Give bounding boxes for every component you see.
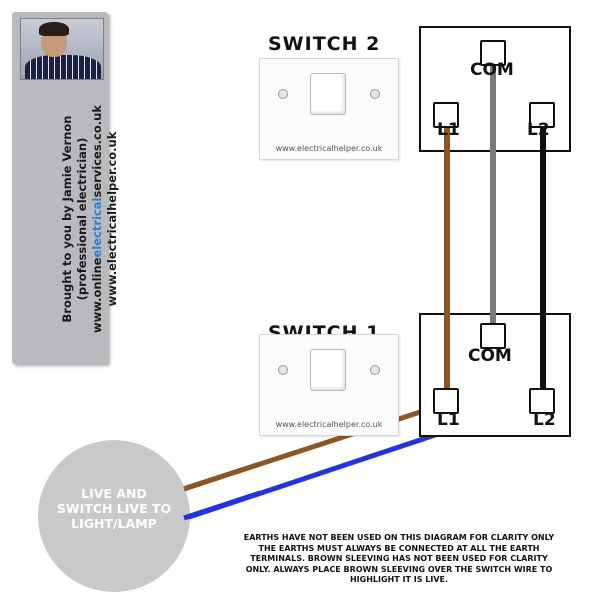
note-line-3: TERMINALS. BROWN SLEEVING HAS NOT BEEN U… [250,554,548,563]
switch-1-l1-terminal [433,388,459,414]
switch-2-plate: www.electricalhelper.co.uk [259,58,399,160]
screw-icon [370,89,380,99]
lamp-label-line-1: LIVE AND [81,486,147,501]
lamp-circle [38,440,190,592]
switch-1-com-label: COM [468,346,512,366]
switch-1-plate-url: www.electricalhelper.co.uk [275,420,383,429]
note-line-1: EARTHS HAVE NOT BEEN USED ON THIS DIAGRA… [243,533,555,542]
switch-2-l2-label: L2 [527,120,550,140]
switch-2-l2-terminal [529,102,555,128]
note-line-2: THE EARTHS MUST ALWAYS BE CONNECTED AT A… [258,543,540,553]
safety-note: EARTHS HAVE NOT BEEN USED ON THIS DIAGRA… [210,533,588,586]
switch-1-rocker[interactable] [310,349,346,391]
switch-2-title: SWITCH 2 [268,33,381,55]
lamp-label: LIVE AND SWITCH LIVE TO LIGHT/LAMP [36,486,192,531]
author-photo [20,18,104,80]
screw-icon [278,89,288,99]
lamp-label-line-3: LIGHT/LAMP [71,516,157,531]
brown-wire-end [183,461,261,492]
switch-1-com-terminal [480,323,506,349]
switch-1-l2-label: L2 [533,410,556,430]
switch-2-plate-url: www.electricalhelper.co.uk [275,144,383,153]
author-banner: Brought to you by Jamie Vernon (professi… [12,12,119,364]
screw-icon [370,365,380,375]
note-line-4: ONLY. ALWAYS PLACE BROWN SLEEVING OVER T… [245,564,553,574]
author-shirt [25,55,101,79]
switch-1-l2-terminal [529,388,555,414]
switch-1-l1-label: L1 [437,410,460,430]
switch-2-l1-label: L1 [437,120,460,140]
author-hair [39,22,69,36]
screw-icon [278,365,288,375]
note-line-5: HIGHLIGHT IT IS LIVE. [349,575,449,584]
blue-wire-end [183,490,261,521]
switch-2-com-terminal [480,40,506,66]
lamp-label-line-2: SWITCH LIVE TO [56,501,172,516]
switch-2-rocker[interactable] [310,73,346,115]
switch-2-l1-terminal [433,102,459,128]
switch-2-com-label: COM [470,60,514,80]
switch-1-plate: www.electricalhelper.co.uk [259,334,399,436]
